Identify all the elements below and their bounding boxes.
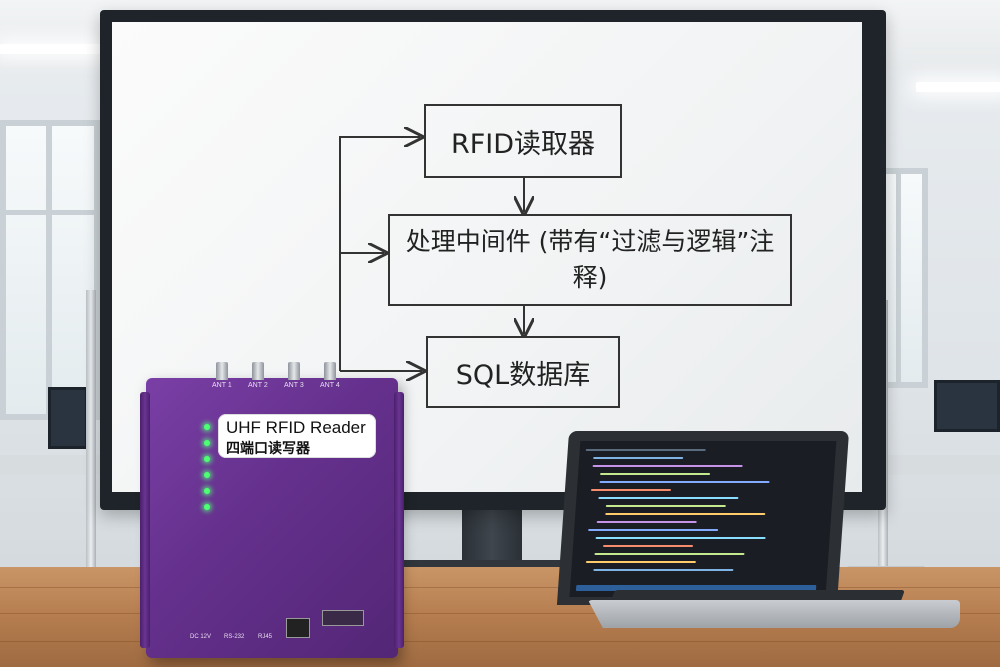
- background-desk: [0, 455, 100, 475]
- node-label: 处理中间件 (带有“过滤与逻辑”注释): [405, 227, 775, 292]
- status-led-icon: [204, 488, 210, 494]
- feedback-loop-arrow: [339, 137, 422, 371]
- antenna-port-label: ANT 3: [284, 382, 304, 389]
- ceiling-light: [916, 82, 1000, 92]
- status-led-row: [182, 486, 210, 496]
- antenna-connector: [216, 362, 228, 380]
- diagram-node-rfid-reader: RFID读取器: [424, 104, 622, 178]
- status-led-icon: [204, 504, 210, 510]
- ethernet-port-label: RJ45: [258, 634, 273, 640]
- diagram-node-sql-database: SQL数据库: [426, 336, 620, 408]
- window-frame: [46, 120, 52, 420]
- ethernet-port: [286, 618, 310, 638]
- antenna-port-label: ANT 2: [248, 382, 268, 389]
- laptop-screen-code-editor: [569, 441, 837, 597]
- status-led-icon: [204, 472, 210, 478]
- device-mount-rail: [394, 392, 404, 648]
- laptop-base: [588, 600, 960, 628]
- window-frame: [0, 210, 100, 215]
- device-label-card: UHF RFID Reader 四端口读写器: [218, 414, 376, 458]
- device-mount-rail: [140, 392, 150, 648]
- status-led-row: [182, 502, 210, 512]
- status-led-icon: [204, 440, 210, 446]
- device-title-en: UHF RFID Reader: [226, 418, 366, 437]
- antenna-connector: [252, 362, 264, 380]
- window-frame: [896, 168, 901, 388]
- status-led-row: [182, 470, 210, 480]
- antenna-connector: [324, 362, 336, 380]
- status-led-row: [182, 454, 210, 464]
- status-led-row: [182, 438, 210, 448]
- io-terminal-block: [322, 610, 364, 626]
- background-desk: [888, 455, 1000, 475]
- stand-post-left: [86, 290, 96, 600]
- uhf-rfid-reader-device: ANT 1 ANT 2 ANT 3 ANT 4 UHF RFID Reader …: [140, 362, 404, 658]
- laptop-lid: [556, 431, 850, 605]
- status-led-icon: [204, 424, 210, 430]
- ceiling-light: [0, 44, 120, 54]
- status-led-row: [182, 422, 210, 432]
- antenna-port-label: ANT 4: [320, 382, 340, 389]
- background-monitor: [934, 380, 1000, 432]
- power-port-label: DC 12V: [190, 634, 212, 640]
- device-title-cn: 四端口读写器: [226, 441, 310, 457]
- background-monitor: [48, 387, 88, 449]
- antenna-port-label: ANT 1: [212, 382, 232, 389]
- serial-port-label: RS-232: [224, 634, 245, 640]
- antenna-connector: [288, 362, 300, 380]
- status-led-icon: [204, 456, 210, 462]
- diagram-node-middleware: 处理中间件 (带有“过滤与逻辑”注释): [388, 214, 792, 306]
- node-label: SQL数据库: [455, 359, 591, 391]
- node-label: RFID读取器: [450, 128, 596, 160]
